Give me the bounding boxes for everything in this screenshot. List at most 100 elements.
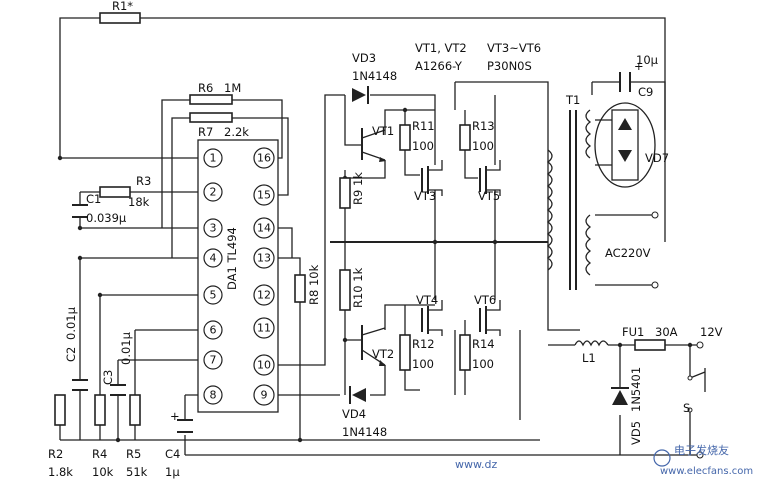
label-r4: R4 xyxy=(92,447,107,461)
resistor-r14 xyxy=(459,334,471,371)
resistor-r10 xyxy=(339,269,351,311)
capacitors: + + xyxy=(72,59,650,440)
junction-dots xyxy=(57,107,693,443)
label-r5: R5 xyxy=(126,447,141,461)
resistor-r1 xyxy=(99,12,141,24)
mosfet-vt5 xyxy=(479,160,501,196)
label-vd5: VD5 xyxy=(629,421,643,445)
label-12v: 12V xyxy=(700,325,723,339)
pin-12: 12 xyxy=(257,289,271,302)
label-vd4: VD4 xyxy=(342,407,366,421)
watermark-site: www.elecfans.com xyxy=(660,466,753,477)
label-r6: R6 xyxy=(198,81,213,95)
transformer-t1 xyxy=(546,109,659,290)
label-r14: R14 xyxy=(472,337,495,351)
label-vt5: VT5 xyxy=(478,189,500,203)
resistor-r7 xyxy=(189,112,233,123)
label-r3: R3 xyxy=(136,174,151,188)
label-r13v: 100 xyxy=(472,139,494,153)
label-fu1v: 30A xyxy=(655,325,678,339)
label-r11: R11 xyxy=(412,119,435,133)
mosfet-vt6 xyxy=(479,300,501,336)
pin-14: 14 xyxy=(257,222,271,235)
resistor-r9 xyxy=(339,177,351,209)
label-t1: T1 xyxy=(565,93,580,107)
label-vt6: VT6 xyxy=(474,293,496,307)
label-vt3: VT3 xyxy=(414,189,436,203)
label-c3v: 0.01μ xyxy=(119,331,133,365)
label-c4: C4 xyxy=(165,447,180,461)
capacitor-c1 xyxy=(72,204,88,218)
label-vd7: VD7 xyxy=(645,151,669,165)
svg-text:+: + xyxy=(634,59,644,73)
label-c4v: 1μ xyxy=(165,465,180,479)
diodes xyxy=(349,86,656,405)
switch-s xyxy=(687,368,706,413)
label-c1v: 0.039μ xyxy=(86,211,127,225)
resistor-r11 xyxy=(399,124,411,151)
ic-pins-right: 16 15 14 13 12 11 10 9 xyxy=(253,147,275,406)
transistor-vt1 xyxy=(361,128,386,162)
label-vt12part: A1266-Y xyxy=(415,59,463,73)
label-r8: R8 10k xyxy=(307,264,321,305)
resistor-r6 xyxy=(189,94,233,105)
diode-vd3 xyxy=(352,86,369,104)
pin-8: 8 xyxy=(210,389,217,402)
label-r7v: 2.2k xyxy=(224,125,249,139)
ic-pins-left: 1 2 3 4 5 6 7 8 xyxy=(203,148,223,405)
resistor-r8 xyxy=(294,274,306,303)
watermark: www.dz 电子发烧友 www.elecfans.com xyxy=(455,443,753,477)
resistor-r5 xyxy=(129,394,141,426)
watermark-brand: 电子发烧友 xyxy=(674,443,729,457)
label-ac: AC220V xyxy=(605,246,651,260)
pin-10: 10 xyxy=(257,359,271,372)
pin-3: 3 xyxy=(210,222,217,235)
label-r12: R12 xyxy=(412,337,435,351)
label-c3: C3 xyxy=(101,370,115,385)
label-c9: C9 xyxy=(638,85,653,99)
inductor-l1 xyxy=(574,340,609,347)
pin-15: 15 xyxy=(257,189,271,202)
pin-4: 4 xyxy=(210,252,217,265)
pin-5: 5 xyxy=(210,289,217,302)
fuse-fu1 xyxy=(634,339,666,351)
labels: R1* R6 1M R7 2.2k R3 18k C1 0.039μ R8 10… xyxy=(48,0,723,479)
capacitor-c9: + xyxy=(619,59,650,92)
label-c2: C2 xyxy=(64,347,78,362)
label-vt1: VT1 xyxy=(372,124,394,138)
label-r11v: 100 xyxy=(412,139,434,153)
pin-16: 16 xyxy=(257,152,271,165)
label-fu1: FU1 xyxy=(622,325,644,339)
resistor-r4 xyxy=(94,394,106,426)
label-l1: L1 xyxy=(582,351,596,365)
bridge-vd7 xyxy=(594,102,656,188)
label-r13: R13 xyxy=(472,119,495,133)
label-vt36part: P30N0S xyxy=(487,59,532,73)
transistors xyxy=(361,128,501,366)
label-r9: R9 1k xyxy=(351,172,365,205)
resistor-r2 xyxy=(54,394,66,426)
mosfet-vt3 xyxy=(421,160,443,196)
capacitor-c3 xyxy=(110,384,126,396)
resistor-r3 xyxy=(99,186,131,198)
label-r7: R7 xyxy=(198,125,213,139)
label-vd4v: 1N4148 xyxy=(342,425,387,439)
label-s: S xyxy=(683,401,690,415)
svg-text:+: + xyxy=(170,409,180,423)
pin-2: 2 xyxy=(210,186,217,199)
label-c2v: 0.01μ xyxy=(64,306,78,340)
label-vt12spec: VT1, VT2 xyxy=(415,41,467,55)
ic-label: DA1 TL494 xyxy=(225,227,239,290)
pin-9: 9 xyxy=(261,389,268,402)
label-r3v: 18k xyxy=(128,195,150,209)
ic-tl494: 1 2 3 4 5 6 7 8 16 15 14 13 12 11 10 9 D… xyxy=(197,139,279,413)
terminal-12v xyxy=(696,341,704,349)
label-r14v: 100 xyxy=(472,357,494,371)
label-r2v: 1.8k xyxy=(48,465,73,479)
resistor-r12 xyxy=(399,334,411,371)
label-r10: R10 1k xyxy=(351,267,365,308)
label-vt36spec: VT3~VT6 xyxy=(487,41,541,55)
label-vd3: VD3 xyxy=(352,51,376,65)
label-r4v: 10k xyxy=(92,465,114,479)
